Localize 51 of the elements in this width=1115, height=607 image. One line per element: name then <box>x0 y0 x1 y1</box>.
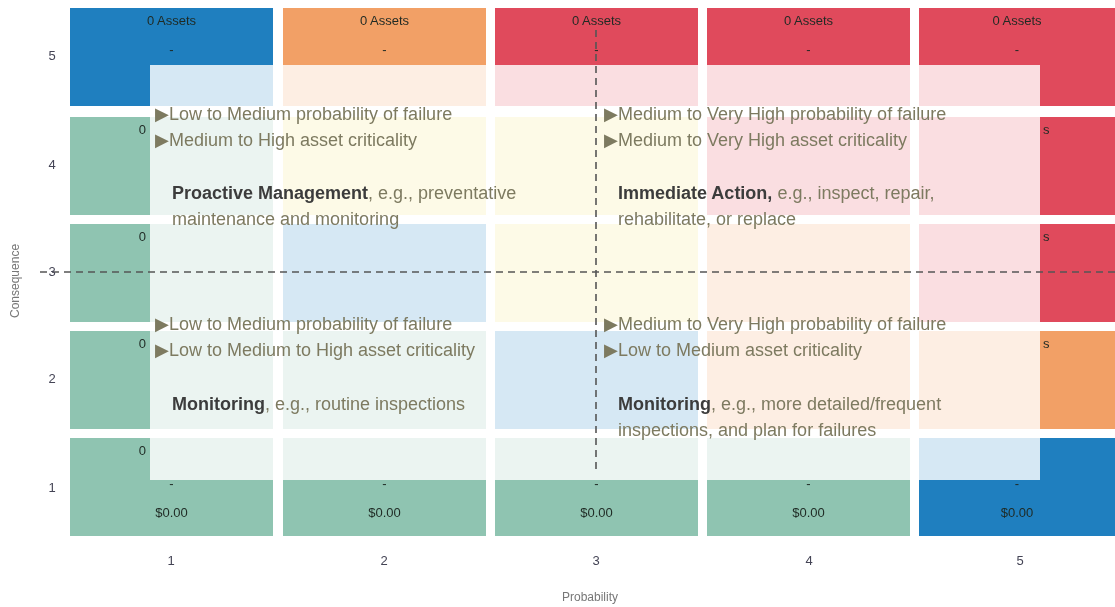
axis-tick-label: 1 <box>47 480 57 495</box>
quadrant-text: ▶Medium to Very High asset criticality <box>604 129 909 152</box>
axis-tick-label: 1 <box>166 553 176 568</box>
quadrant-text: ▶Low to Medium asset criticality <box>604 339 864 362</box>
cost-value: $0.00 <box>579 505 614 521</box>
axis-title: Probability <box>562 590 619 604</box>
dash: - <box>593 42 600 58</box>
axis-tick-label: 2 <box>47 371 57 386</box>
cost-value: $0.00 <box>791 505 826 521</box>
dash: - <box>1013 42 1021 58</box>
asset-count: 0 <box>138 229 146 245</box>
quadrant-text: Proactive Management, e.g., preventative maintenance and monitoring <box>172 182 518 231</box>
asset-count: s <box>1043 229 1050 245</box>
asset-count: s <box>1043 336 1050 352</box>
asset-count: 0 <box>138 336 146 352</box>
cost-value: $0.00 <box>367 505 402 521</box>
asset-count: s <box>1043 122 1050 138</box>
axis-title: Consequence <box>8 243 22 318</box>
asset-count: 0 Assets <box>782 13 835 29</box>
quadrant-text: Monitoring, e.g., more detailed/frequent inspections, and plan for failures <box>618 393 943 442</box>
asset-count: 0 <box>138 122 146 138</box>
quadrant-text: ▶Low to Medium to High asset criticality <box>155 339 477 362</box>
axis-tick-label: 4 <box>47 157 57 172</box>
quadrant-text: ▶Medium to Very High probability of failure <box>604 103 948 126</box>
dash: - <box>805 42 812 58</box>
dash: - <box>168 42 175 58</box>
dash: - <box>593 476 600 492</box>
axis-tick-label: 2 <box>379 553 389 568</box>
quadrant-text: ▶Medium to High asset criticality <box>155 129 419 152</box>
dash: - <box>381 476 388 492</box>
dash: - <box>381 42 388 58</box>
cost-value: $0.00 <box>154 505 189 521</box>
asset-count: 0 Assets <box>358 13 411 29</box>
quadrant-text: ▶Medium to Very High probability of failure <box>604 313 948 336</box>
dash: - <box>168 476 175 492</box>
asset-count: 0 Assets <box>570 13 623 29</box>
axis-tick-label: 3 <box>47 264 57 279</box>
dash: - <box>1013 476 1021 492</box>
asset-count: 0 <box>138 443 146 459</box>
quadrant-text: ▶Low to Medium probability of failure <box>155 313 454 336</box>
axis-tick-label: 5 <box>47 48 57 63</box>
quadrant-text: ▶Low to Medium probability of failure <box>155 103 454 126</box>
asset-count: 0 Assets <box>991 13 1043 29</box>
axis-tick-label: 4 <box>804 553 814 568</box>
quadrant-text: Immediate Action, e.g., inspect, repair, rehabilitate, or replace <box>618 182 936 231</box>
axis-tick-label: 5 <box>1015 553 1025 568</box>
axis-tick-label: 3 <box>591 553 601 568</box>
dash: - <box>805 476 812 492</box>
cost-value: $0.00 <box>999 505 1035 521</box>
quadrant-text: Monitoring, e.g., routine inspections <box>172 393 467 416</box>
asset-count: 0 Assets <box>145 13 198 29</box>
